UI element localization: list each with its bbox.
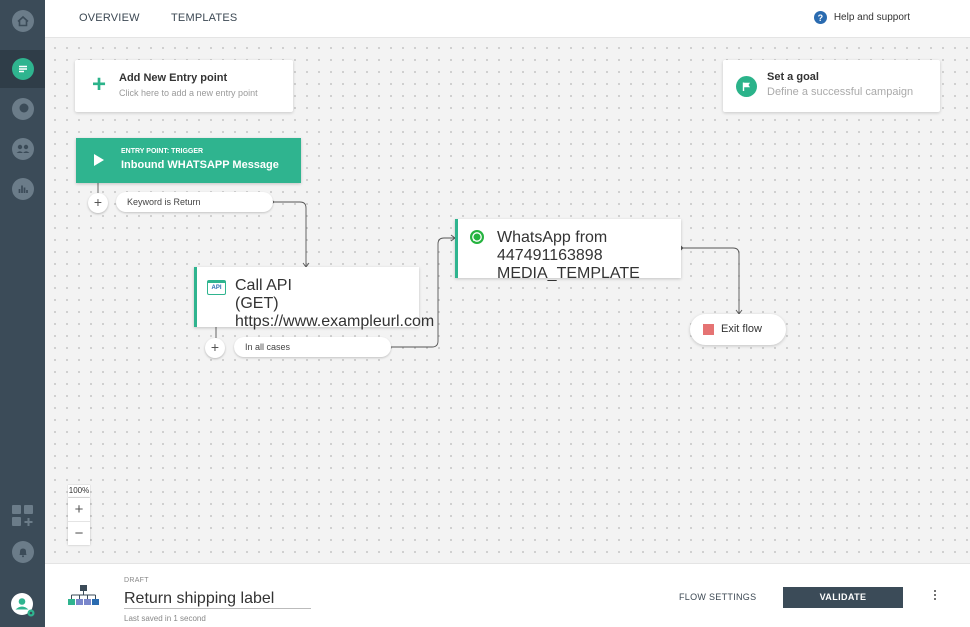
trigger-small-label: ENTRY POINT: TRIGGER xyxy=(121,148,204,155)
apps-icon[interactable] xyxy=(0,497,45,535)
stop-icon xyxy=(703,324,714,335)
trigger-title: Inbound WHATSAPP Message xyxy=(121,159,279,171)
add-entry-point-card[interactable]: + Add New Entry point Click here to add … xyxy=(75,60,293,112)
last-saved-text: Last saved in 1 second xyxy=(124,614,206,623)
zoom-out-button[interactable]: − xyxy=(68,521,90,544)
flow-settings-button[interactable]: FLOW SETTINGS xyxy=(679,592,757,602)
play-icon xyxy=(94,154,104,166)
zoom-controls: + − xyxy=(68,498,90,545)
more-options-icon[interactable] xyxy=(932,590,938,606)
call-api-node[interactable]: API Call API (GET) https://www.exampleur… xyxy=(194,267,434,330)
chat-icon[interactable] xyxy=(0,90,45,128)
keyword-condition-pill[interactable]: Keyword is Return xyxy=(116,192,273,212)
add-condition-button[interactable]: + xyxy=(88,193,108,213)
entry-trigger-node[interactable]: ENTRY POINT: TRIGGER Inbound WHATSAPP Me… xyxy=(76,138,301,183)
call-api-title: Call API xyxy=(235,277,292,294)
help-icon: ? xyxy=(813,11,827,24)
validate-button[interactable]: VALIDATE xyxy=(783,587,903,608)
flow-name-input[interactable]: Return shipping label xyxy=(124,588,311,609)
top-nav: OVERVIEW TEMPLATES ? Help and support xyxy=(45,0,970,38)
flow-canvas[interactable] xyxy=(45,38,970,563)
add-entry-title: Add New Entry point xyxy=(119,72,228,84)
flows-icon[interactable] xyxy=(0,50,45,88)
add-entry-subtitle: Click here to add a new entry point xyxy=(119,88,258,98)
plus-icon: + xyxy=(92,71,107,98)
exit-flow-node[interactable]: Exit flow xyxy=(690,314,786,345)
home-icon[interactable] xyxy=(0,2,45,40)
all-cases-pill[interactable]: In all cases xyxy=(234,337,391,357)
help-label: Help and support xyxy=(833,12,910,23)
user-avatar[interactable] xyxy=(0,586,45,624)
analytics-icon[interactable] xyxy=(0,170,45,208)
set-goal-card[interactable]: Set a goal Define a successful campaign xyxy=(723,60,940,112)
footer-bar: DRAFT Return shipping label Last saved i… xyxy=(45,563,970,627)
people-icon[interactable] xyxy=(0,130,45,168)
help-link[interactable]: ? Help and support xyxy=(813,11,910,24)
call-api-subtitle: (GET) https://www.exampleurl.com xyxy=(235,295,435,330)
whatsapp-icon xyxy=(470,230,484,244)
whatsapp-subtitle: MEDIA_TEMPLATE xyxy=(497,265,640,282)
goal-title: Set a goal xyxy=(767,71,819,83)
status-label: DRAFT xyxy=(124,577,149,584)
tab-templates[interactable]: TEMPLATES xyxy=(171,12,238,24)
whatsapp-node[interactable]: WhatsApp from 447491163898 MEDIA_TEMPLAT… xyxy=(455,219,681,282)
whatsapp-title: WhatsApp from 447491163898 xyxy=(497,229,608,264)
flow-hierarchy-icon xyxy=(68,585,99,605)
left-rail xyxy=(0,0,45,627)
exit-label: Exit flow xyxy=(721,323,762,335)
add-branch-button[interactable]: + xyxy=(205,338,225,358)
zoom-in-button[interactable]: + xyxy=(74,501,84,518)
goal-subtitle: Define a successful campaign xyxy=(767,86,914,98)
zoom-level: 100% xyxy=(68,485,90,497)
tab-overview[interactable]: OVERVIEW xyxy=(79,12,140,24)
bell-icon[interactable] xyxy=(0,533,45,571)
api-icon: API xyxy=(207,280,226,295)
flag-icon xyxy=(736,76,757,97)
